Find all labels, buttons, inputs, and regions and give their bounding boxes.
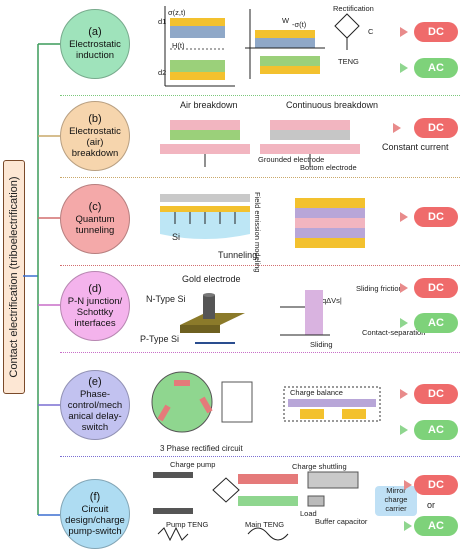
mirror-charge-carrier-box: Mirror charge carrier bbox=[375, 486, 417, 516]
mechanism-circle-f: (f) Circuit design/charge pump-switch bbox=[60, 479, 130, 549]
d1-label: d1 bbox=[158, 17, 167, 26]
sigma-label: σ(z,t) bbox=[168, 8, 186, 17]
ac-arrow-f bbox=[404, 521, 412, 531]
mechanism-circle-a: (a) Electrostatic induction bbox=[60, 9, 130, 79]
row-id: (a) bbox=[88, 26, 102, 38]
charge-shuttling-label: Charge shuttling bbox=[292, 462, 347, 471]
dc-badge-f: DC bbox=[414, 475, 458, 495]
h-t-label: H(t) bbox=[172, 41, 185, 50]
field-emission-label: Field emission modeling bbox=[253, 192, 262, 273]
qvs-label: |qΔVs| bbox=[320, 296, 342, 305]
air-breakdown-diagram bbox=[160, 120, 360, 167]
ac-badge-e: AC bbox=[414, 420, 458, 440]
bottom-electrode-label: Bottom electrode bbox=[300, 163, 357, 172]
c-label: C bbox=[368, 27, 374, 36]
ac-badge-a: AC bbox=[414, 58, 458, 78]
ac-arrow-e bbox=[400, 425, 408, 435]
dc-arrow-d bbox=[400, 283, 408, 293]
sliding-label: Sliding bbox=[310, 340, 333, 349]
row-title: Phase-control/mech anical delay-switch bbox=[67, 389, 123, 433]
constant-current-label: Constant current bbox=[382, 142, 449, 152]
dc-badge-d: DC bbox=[414, 278, 458, 298]
side-category-text: Contact electrification (triboelectrific… bbox=[8, 176, 20, 378]
mechanism-circle-b: (b) Electrostatic (air) breakdown bbox=[60, 101, 130, 171]
main-teng-label: Main TENG bbox=[245, 520, 285, 529]
row-title: Electrostatic induction bbox=[69, 39, 121, 61]
separator-a bbox=[60, 95, 460, 96]
dc-arrow-a bbox=[400, 27, 408, 37]
pump-teng-label: Pump TENG bbox=[166, 520, 209, 529]
row-id: (f) bbox=[89, 490, 101, 503]
band-diagram bbox=[280, 290, 330, 336]
row-title: Electrostatic (air) breakdown bbox=[69, 125, 121, 159]
row-id: (e) bbox=[88, 376, 102, 388]
row-id: (b) bbox=[88, 112, 102, 125]
dc-arrow-b bbox=[393, 123, 401, 133]
charge-balance-diagram bbox=[283, 386, 381, 422]
buffer-capacitor-label: Buffer capacitor bbox=[315, 517, 368, 526]
contact-separation-label: Contact-separation bbox=[362, 328, 426, 337]
rectification-label: Rectification bbox=[333, 4, 374, 13]
charge-balance-label: Charge balance bbox=[290, 388, 343, 397]
load-label: Load bbox=[300, 509, 317, 518]
sliding-friction-label: Sliding friction bbox=[356, 284, 403, 293]
n-type-label: N-Type Si bbox=[146, 294, 186, 304]
d2-label: d2 bbox=[158, 68, 167, 77]
dc-badge-e: DC bbox=[414, 384, 458, 404]
row-id: (c) bbox=[88, 201, 102, 213]
row-title: P-N junction/ Schottky interfaces bbox=[67, 295, 123, 329]
ac-arrow-a bbox=[400, 63, 408, 73]
three-phase-label: 3 Phase rectified circuit bbox=[160, 444, 243, 453]
dc-badge-b: DC bbox=[414, 118, 458, 138]
separator-e bbox=[60, 456, 460, 457]
separator-d bbox=[60, 352, 460, 353]
dc-arrow-f bbox=[404, 480, 412, 490]
quantum-tunneling-diagram bbox=[160, 194, 250, 239]
gold-electrode-label: Gold electrode bbox=[182, 274, 241, 284]
ac-arrow-d bbox=[400, 318, 408, 328]
ac-badge-f: AC bbox=[414, 516, 458, 536]
three-phase-diagram bbox=[151, 371, 253, 433]
charge-pump-label: Charge pump bbox=[170, 460, 216, 469]
row-title: Quantum tunneling bbox=[75, 214, 115, 236]
air-breakdown-label: Air breakdown bbox=[180, 100, 238, 110]
grounded-electrode-label: Grounded electrode bbox=[258, 155, 325, 164]
continuous-breakdown-label: Continuous breakdown bbox=[286, 100, 379, 110]
dc-badge-a: DC bbox=[414, 22, 458, 42]
w-label: W bbox=[282, 16, 290, 25]
or-label: or bbox=[427, 500, 436, 510]
ac-badge-d: AC bbox=[414, 313, 458, 333]
mechanism-circle-e: (e) Phase-control/mech anical delay-swit… bbox=[60, 370, 130, 440]
si-label: Si bbox=[172, 232, 181, 242]
separator-c bbox=[60, 265, 460, 266]
field-emission-diagram bbox=[295, 198, 365, 248]
mechanism-circle-c: (c) Quantum tunneling bbox=[60, 184, 130, 254]
dc-arrow-c bbox=[400, 212, 408, 222]
pn-junction-diagram bbox=[180, 293, 245, 344]
dc-badge-c: DC bbox=[414, 207, 458, 227]
p-type-label: P-Type Si bbox=[140, 334, 180, 344]
row-title: Circuit design/charge pump-switch bbox=[65, 503, 125, 537]
separator-b bbox=[60, 177, 460, 178]
charge-pump-diagram bbox=[153, 471, 359, 542]
electrostatic-induction-diagram bbox=[164, 6, 360, 87]
neg-sigma-t-label: -σ(t) bbox=[292, 20, 307, 29]
mechanism-circle-d: (d) P-N junction/ Schottky interfaces bbox=[60, 271, 130, 341]
dc-arrow-e bbox=[400, 389, 408, 399]
side-category-label: Contact electrification (triboelectrific… bbox=[3, 160, 25, 394]
teng-label: TENG bbox=[338, 57, 359, 66]
mirror-charge-carrier-label: Mirror charge carrier bbox=[384, 486, 408, 513]
row-id: (d) bbox=[88, 282, 102, 295]
tunneling-label: Tunneling bbox=[218, 250, 258, 260]
